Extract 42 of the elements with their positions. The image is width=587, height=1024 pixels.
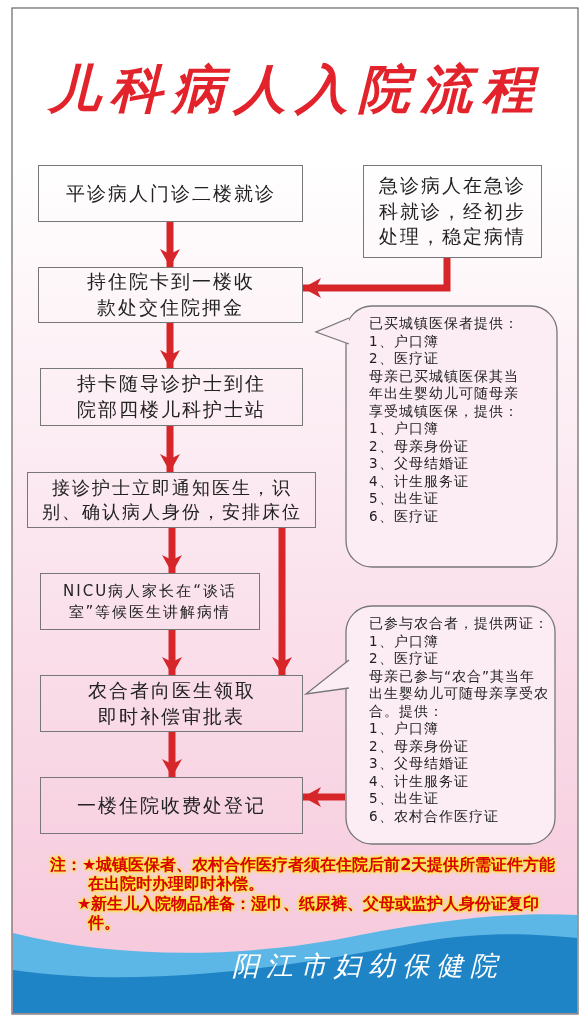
- process-box: [38, 267, 303, 323]
- speech-bubble: [345, 305, 558, 568]
- callout-text: 母亲已买城镇医保其当年出生婴幼儿可随母亲享受城镇医保，提供：: [369, 367, 519, 421]
- callout-text: 4、计生服务证: [369, 472, 470, 491]
- poster-title: 儿科病人入院流程: [46, 58, 545, 121]
- step-text: NICU病人家长在“谈话室”等候医生讲解病情: [62, 581, 238, 622]
- callout-text: 已参与农合者，提供两证：: [369, 615, 549, 633]
- callout-text: 6、农村合作医疗证: [369, 808, 500, 826]
- process-box: [40, 573, 260, 630]
- callout-text: 2、母亲身份证: [369, 737, 470, 756]
- callout-text: 6、医疗证: [369, 508, 440, 526]
- process-box: [40, 368, 303, 426]
- callout-text: 1、户口簿: [369, 420, 440, 438]
- step-text: 农合者向医生领取即时补偿审批表: [86, 677, 257, 729]
- callout-text: 1、户口簿: [369, 332, 440, 351]
- step-text: 急诊病人在急诊科就诊，经初步处理，稳定病情: [378, 173, 527, 250]
- note-text: ★新生儿入院物品准备：湿巾、纸尿裤、父母或监护人身份证复印件。: [77, 894, 541, 933]
- callout-text: 1、户口簿: [369, 720, 440, 738]
- step-text: 接诊护士立即通知医生，识别、确认病人身份，安排床位: [40, 475, 303, 524]
- process-box: [363, 165, 542, 258]
- callout-text: 母亲已参与“农合”其当年出生婴幼儿可随母亲享受农合。提供：: [369, 667, 549, 721]
- callout-text: 5、出生证: [369, 490, 440, 508]
- callout-text: 2、医疗证: [369, 350, 440, 368]
- callout-text: 3、父母结婚证: [369, 455, 470, 473]
- callout-text: 已买城镇医保者提供：: [369, 315, 519, 333]
- process-box: [40, 675, 303, 732]
- step-text: 持住院卡到一楼收款处交住院押金: [85, 269, 256, 320]
- callout-text: 2、医疗证: [369, 650, 440, 668]
- callout-text: 3、父母结婚证: [369, 755, 470, 773]
- step-text: 平诊病人门诊二楼就诊: [65, 180, 276, 206]
- callout-text: 4、计生服务证: [369, 772, 470, 791]
- hospital-name: 阳江市妇幼保健院: [232, 949, 502, 983]
- process-box: [27, 472, 316, 528]
- callout-text: 5、出生证: [369, 790, 440, 808]
- callout-text: 2、母亲身份证: [369, 437, 470, 456]
- process-box: [38, 165, 303, 222]
- step-text: 持卡随导诊护士到住院部四楼儿科护士站: [76, 371, 267, 422]
- step-text: 一楼住院收费处登记: [77, 792, 266, 818]
- callout-text: 1、户口簿: [369, 632, 440, 651]
- process-box: [40, 777, 303, 834]
- note-text: 注：★城镇医保者、农村合作医疗者须在住院后前2天提供所需证件方能在出院时办理即时补偿。: [50, 855, 557, 894]
- speech-bubble: [345, 605, 556, 845]
